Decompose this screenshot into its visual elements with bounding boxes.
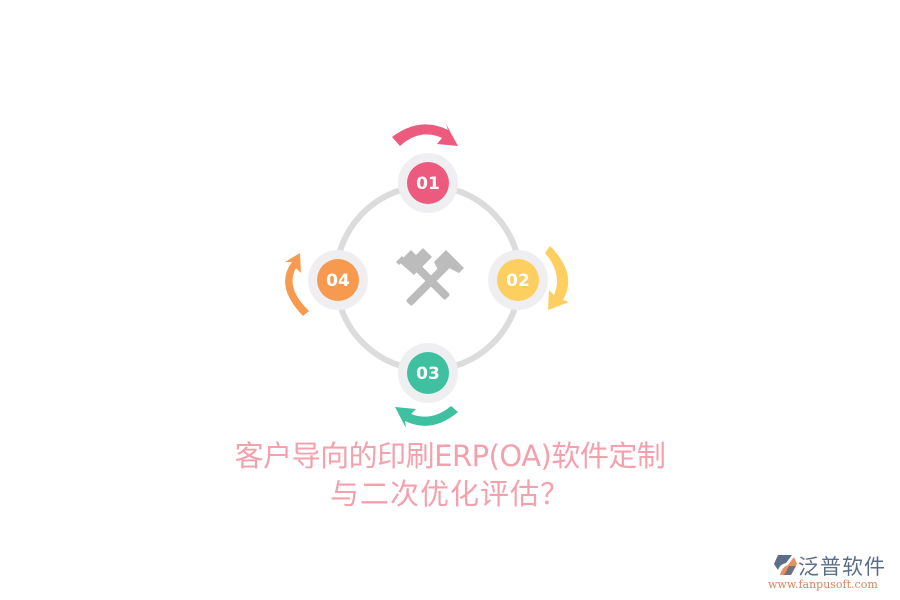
logo-name: 泛普软件 (798, 555, 886, 579)
node-02-label: 02 (506, 271, 530, 291)
node-01-label: 01 (416, 174, 440, 194)
node-03: 03 (398, 343, 458, 403)
title-line-1: 客户导向的印刷ERP(OA)软件定制 (234, 439, 666, 473)
node-04: 04 (308, 250, 368, 310)
node-03-label: 03 (416, 364, 440, 384)
node-02: 02 (488, 250, 548, 310)
arrow-03-icon (395, 406, 458, 428)
logo-url: www.fanpusoft.com (768, 578, 878, 591)
crossed-hammers-icon (396, 248, 464, 306)
title-line-2: 与二次优化评估？ (329, 477, 570, 511)
arrow-02-icon (545, 246, 569, 310)
node-01: 01 (398, 153, 458, 213)
fanpu-logo-icon (774, 555, 797, 575)
arrow-04-icon (285, 253, 309, 316)
arrow-01-icon (392, 124, 458, 146)
node-04-label: 04 (326, 271, 350, 291)
brand-logo: 泛普软件 www.fanpusoft.com (768, 551, 893, 591)
